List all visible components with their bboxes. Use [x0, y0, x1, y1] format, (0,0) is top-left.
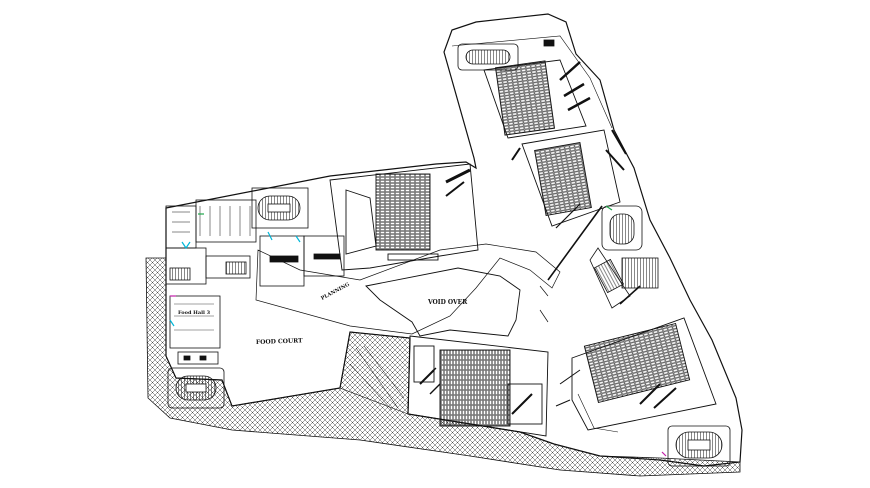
- spiral-stair-northwest: [251, 187, 309, 229]
- cinema-hall-5: [571, 317, 717, 433]
- food-hall-room: [169, 295, 221, 365]
- void-over-label: VOID OVER: [427, 299, 468, 306]
- food-hall-label: Food Hall 3: [178, 310, 211, 316]
- cinema-hall-3: [521, 129, 627, 227]
- void-area: [255, 243, 561, 337]
- corridor-label: PLANNING: [320, 282, 351, 302]
- cinema-hall-2: [483, 59, 591, 139]
- food-court-label: FOOD COURT: [256, 337, 303, 346]
- cinema-hall-4: [407, 335, 549, 437]
- north-stair-core: [457, 39, 555, 71]
- spiral-stair-southwest: [167, 367, 225, 409]
- left-service-block: [165, 199, 257, 285]
- cinema-hall-1: [329, 163, 479, 271]
- east-stair-core: [589, 205, 659, 309]
- center-left-rooms: [259, 235, 345, 287]
- building-outline: [165, 13, 743, 467]
- accent-markers: [169, 205, 667, 457]
- corridor-lines: [423, 147, 641, 407]
- spiral-stair-southeast: [667, 425, 731, 467]
